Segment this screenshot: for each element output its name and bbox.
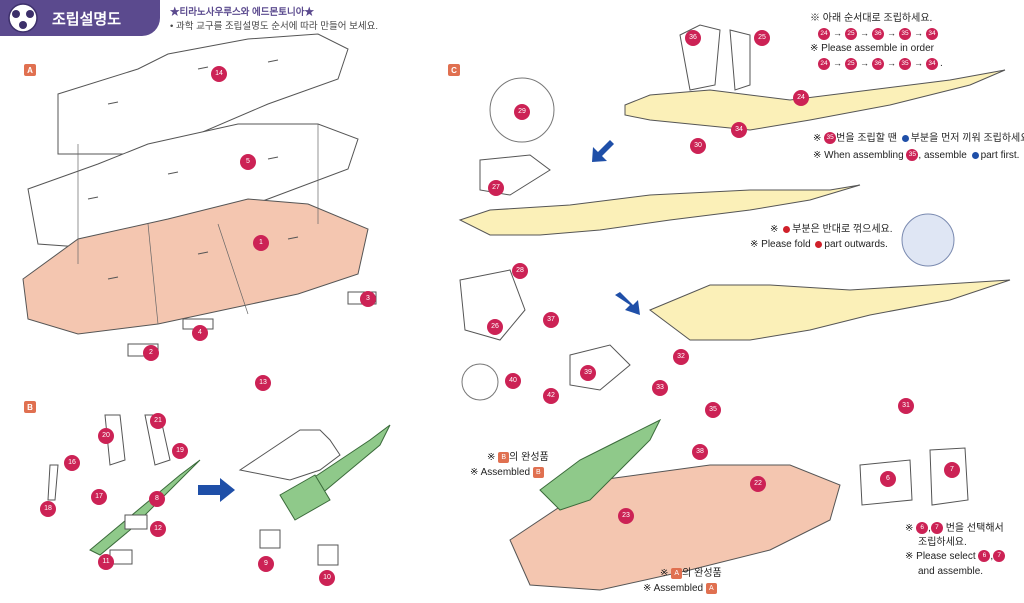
part-callout: 25 <box>754 30 770 46</box>
part-callout: 8 <box>149 491 165 507</box>
part-callout: 23 <box>618 508 634 524</box>
part-callout: 14 <box>211 66 227 82</box>
select-note-en: ※ Please select 6,7 <box>905 550 1006 563</box>
part-callout: 1 <box>253 235 269 251</box>
base-plate <box>22 198 369 335</box>
part-callout: 33 <box>652 380 668 396</box>
part-callout: 36 <box>685 30 701 46</box>
a-completed-en: ※ Assembled A <box>643 582 717 595</box>
part-callout: 7 <box>944 462 960 478</box>
select-note-ko: ※ 6,7 번을 선택해서 <box>905 522 1004 535</box>
part-callout: 10 <box>319 570 335 586</box>
fold-detail-circle <box>901 213 955 267</box>
tyrannosaurus-top <box>624 69 1006 131</box>
page-title: 조립설명도 <box>52 10 122 28</box>
part-callout: 2 <box>143 345 159 361</box>
part-callout: 13 <box>255 375 271 391</box>
part-callout: 32 <box>673 349 689 365</box>
part-callout: 28 <box>512 263 528 279</box>
part-callout: 3 <box>360 291 376 307</box>
part-callout: 35 <box>705 402 721 418</box>
b-completed-en: ※ Assembled B <box>470 466 544 479</box>
order-note-en: ※ Please assemble in order <box>810 43 934 54</box>
blue-dot-icon <box>971 151 979 159</box>
layer-14 <box>57 33 349 155</box>
part-callout: 5 <box>240 154 256 170</box>
spine-8 <box>89 459 201 556</box>
assembled-b-body <box>238 429 341 481</box>
red-dot-icon <box>815 240 823 248</box>
part-callout: 24 <box>793 90 809 106</box>
blue-dot-icon <box>901 134 909 142</box>
leg-pieces <box>47 464 59 501</box>
part-callout: 6 <box>880 471 896 487</box>
part-callout: 19 <box>172 443 188 459</box>
order-note-ko: ※ 아래 순서대로 조립하세요. <box>810 13 933 24</box>
header-subtitle: ★티라노사우루스와 에드몬토니아★ <box>170 7 314 18</box>
part-callout: 37 <box>543 312 559 328</box>
part-callout: 21 <box>150 413 166 429</box>
tyrannosaurus-bottom <box>649 279 1011 341</box>
order-sequence-2: 24→ 25→ 36→ 35→ 34. <box>818 57 943 70</box>
part-callout: 17 <box>91 489 107 505</box>
tool-logo-icon <box>8 3 38 33</box>
part-callout: 39 <box>580 365 596 381</box>
arrow-down-left-icon <box>592 140 614 162</box>
section-b-diagram <box>47 414 391 566</box>
select-note-ko-2: 조립하세요. <box>918 537 967 548</box>
tyrannosaurus-middle <box>458 184 861 236</box>
part-callout: 18 <box>40 501 56 517</box>
part-callout: 40 <box>505 373 521 389</box>
note-35-en: ※ When assembling 35, assemble part firs… <box>813 149 1020 162</box>
section-a-label: A <box>24 64 36 76</box>
section-b-label: B <box>24 401 36 413</box>
part-callout: 38 <box>692 444 708 460</box>
part-callout: 34 <box>731 122 747 138</box>
section-a-diagram <box>22 33 377 357</box>
section-c-diagram <box>458 24 1011 591</box>
part-callout: 20 <box>98 428 114 444</box>
red-dot-icon <box>783 225 791 233</box>
part-callout: 12 <box>150 521 166 537</box>
part-callout: 9 <box>258 556 274 572</box>
edmontonia-completed <box>539 418 662 511</box>
select-note-en-2: and assemble. <box>918 566 984 577</box>
arrow-right2-icon <box>615 292 640 315</box>
fold-note-ko: ※ 부분은 반대로 꺾으세요. <box>770 224 893 235</box>
arrow-right-icon <box>198 478 235 502</box>
part-callout: 11 <box>98 554 114 570</box>
part-callout: 31 <box>898 398 914 414</box>
part-callout: 42 <box>543 388 559 404</box>
part-callout: 30 <box>690 138 706 154</box>
part-callout: 16 <box>64 455 80 471</box>
section-c-label: C <box>448 64 460 76</box>
part-callout: 29 <box>514 104 530 120</box>
fold-note-en: ※ Please fold part outwards. <box>750 239 888 250</box>
part-callout: 27 <box>488 180 504 196</box>
order-sequence-1: 24→ 25→ 36→ 35→ 34 <box>818 27 938 40</box>
header-instruction: • 과학 교구를 조립설명도 순서에 따라 만들어 보세요. <box>170 21 378 32</box>
part-callout: 26 <box>487 319 503 335</box>
part-callout: 22 <box>750 476 766 492</box>
part-callout: 4 <box>192 325 208 341</box>
